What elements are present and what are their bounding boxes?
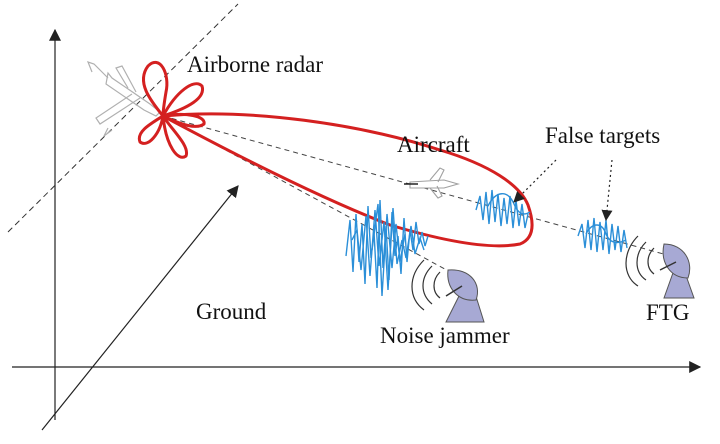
false-target-signal-1 [475, 189, 531, 229]
side-lobe-bottom [161, 114, 189, 159]
side-lobe-left [137, 114, 165, 145]
aircraft-label: Aircraft [397, 132, 470, 157]
ground-diagonal-line [41, 185, 239, 431]
ftg-label: FTG [646, 300, 689, 325]
false-targets-label: False targets [545, 123, 660, 148]
noise-jamming-signal [345, 199, 429, 297]
flight-path-dashed-line [7, 3, 239, 233]
coordinate-axes [7, 3, 702, 431]
false-targets-callout-arrows [513, 159, 613, 222]
noise-jammer-dish-icon [411, 259, 485, 323]
airborne-radar-aircraft-icon [86, 61, 161, 137]
radar-beam-pattern [137, 60, 534, 248]
side-lobe-top-right [161, 82, 204, 118]
ftg-dish-icon [625, 235, 695, 299]
target-aircraft-icon [404, 167, 461, 199]
false-target-signal-2 [577, 217, 628, 255]
noise-jammer-label: Noise jammer [380, 323, 510, 348]
ground-label: Ground [196, 299, 267, 324]
main-lobe [161, 112, 534, 248]
airborne-radar-label: Airborne radar [187, 52, 323, 77]
side-lobe-top [141, 60, 169, 118]
side-lobe-right [161, 112, 206, 128]
